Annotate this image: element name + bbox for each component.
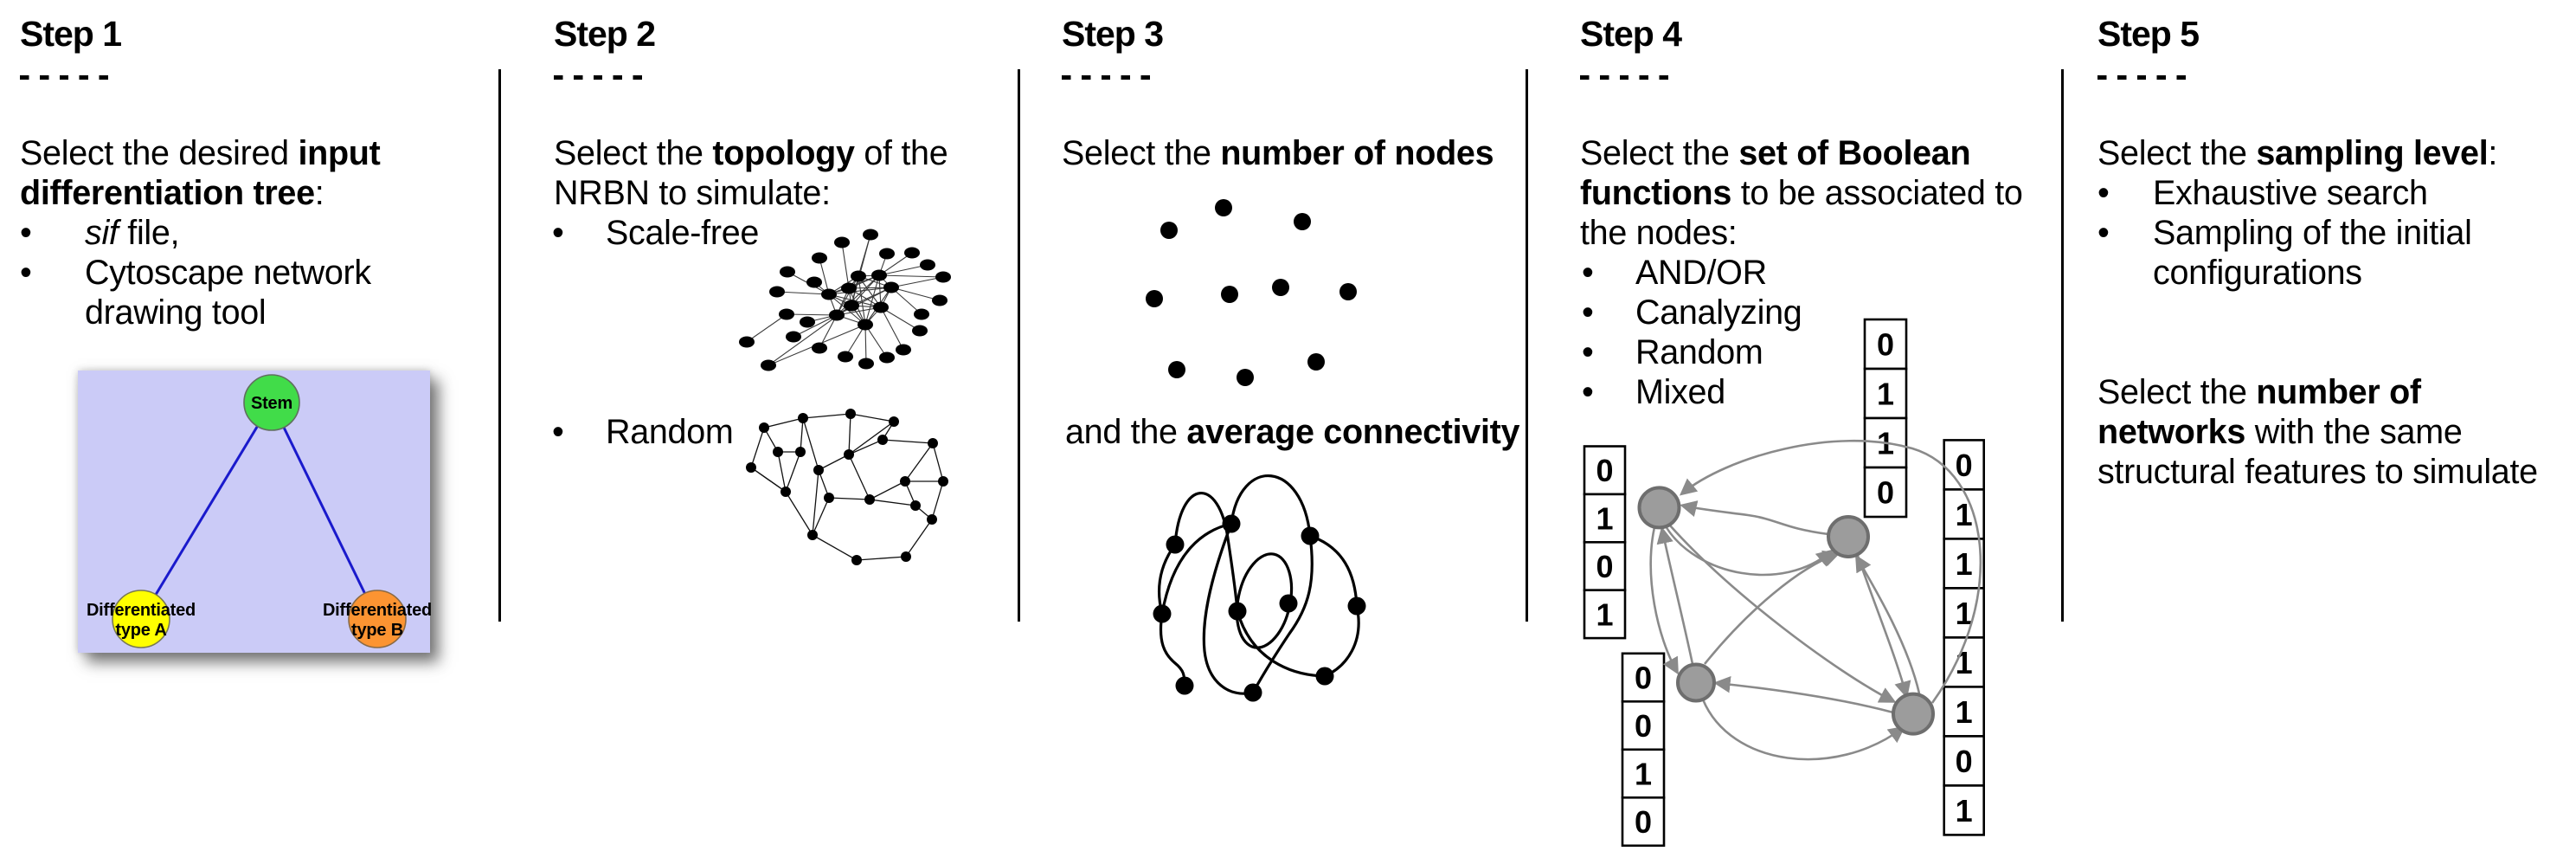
svg-text:1: 1 [1877,377,1894,412]
svg-text:Differentiated: Differentiated [323,601,432,620]
svg-text:1: 1 [1596,596,1613,632]
svg-text:Differentiated: Differentiated [87,601,196,620]
svg-text:1: 1 [1956,793,1973,828]
svg-text:0: 0 [1596,549,1613,584]
svg-text:0: 0 [1956,744,1973,779]
svg-text:0: 0 [1877,475,1894,511]
svg-text:Stem: Stem [251,394,292,413]
svg-text:1: 1 [1596,501,1613,537]
svg-text:0: 0 [1635,804,1652,840]
svg-text:1: 1 [1956,645,1973,680]
svg-text:1: 1 [1956,497,1973,532]
svg-text:0: 0 [1956,448,1973,483]
svg-text:1: 1 [1956,546,1973,582]
svg-text:0: 0 [1877,327,1894,363]
svg-text:0: 0 [1596,453,1613,488]
svg-text:0: 0 [1635,708,1652,744]
svg-text:type A: type A [115,621,166,640]
svg-text:1: 1 [1956,596,1973,631]
svg-text:1: 1 [1635,757,1652,792]
svg-text:type B: type B [351,621,403,640]
svg-text:1: 1 [1956,694,1973,730]
svg-text:0: 0 [1635,661,1652,696]
